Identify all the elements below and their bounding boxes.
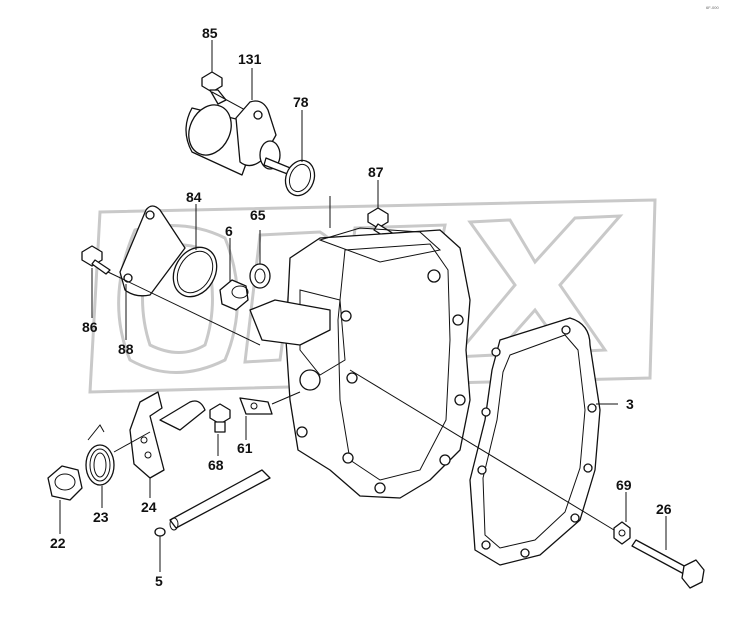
solenoid-131 [185,100,301,179]
callout-87: 87 [368,164,384,180]
leader-lines [59,40,667,572]
governor-housing [249,227,471,499]
callout-68: 68 [208,457,224,473]
spring-23 [85,424,151,486]
bolt-85 [201,71,261,119]
lever-24 [129,391,206,479]
plug-6 [219,279,249,311]
callout-5: 5 [155,573,163,589]
callout-26: 26 [656,501,672,517]
shaft-5 [154,469,271,537]
callout-23: 23 [93,509,109,525]
bolt-86 [81,245,261,346]
washer-65 [249,263,271,289]
callout-labels: 85 131 78 87 84 6 65 86 88 3 69 26 68 61… [50,25,672,589]
callout-131: 131 [238,51,262,67]
callout-85: 85 [202,25,218,41]
o-ring-78 [284,159,316,197]
callout-22: 22 [50,535,66,551]
cover-plate-88 [119,205,186,297]
o-ring-84 [172,246,218,298]
callout-65: 65 [250,207,266,223]
nut-69 [613,521,631,545]
callout-3: 3 [626,396,634,412]
bolt-68 [209,403,231,433]
callout-78: 78 [293,94,309,110]
bolt-26 [349,369,705,589]
plug-22 [47,465,83,501]
callout-61: 61 [237,440,253,456]
callout-86: 86 [82,319,98,335]
callout-84: 84 [186,189,202,205]
callout-6: 6 [225,223,233,239]
corner-code: 6F-000 [706,5,719,10]
callout-69: 69 [616,477,632,493]
callout-88: 88 [118,341,134,357]
gasket-3 [469,317,601,566]
lock-plate-61 [239,391,301,415]
callout-24: 24 [141,499,157,515]
